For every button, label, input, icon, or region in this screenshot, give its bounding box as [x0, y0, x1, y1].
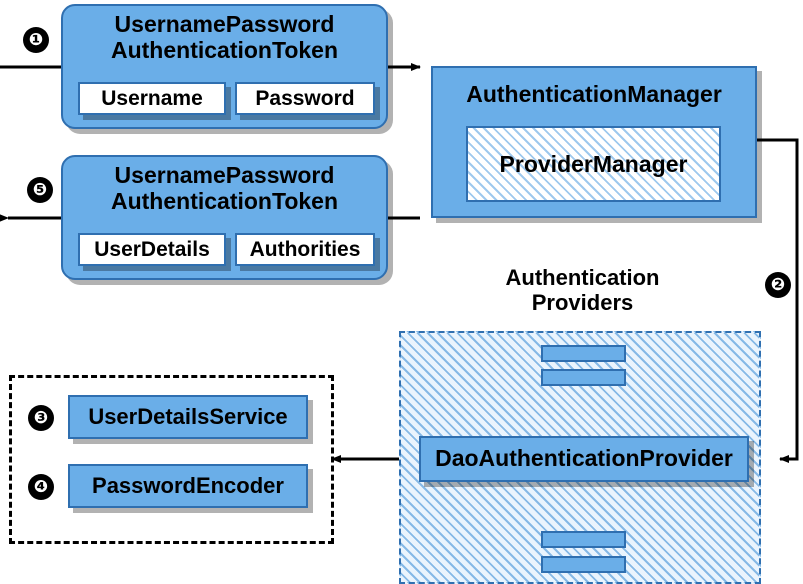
- password-encoder-box: PasswordEncoder: [68, 464, 308, 508]
- authentication-manager-title: AuthenticationManager: [466, 81, 722, 107]
- step-bullet-5: ❺: [27, 177, 53, 203]
- response-token-field-authorities: Authorities: [235, 233, 375, 266]
- provider-manager-box: ProviderManager: [466, 126, 721, 202]
- step-bullet-1: ❶: [23, 27, 49, 53]
- user-details-service-box: UserDetailsService: [68, 395, 308, 439]
- step-bullet-2: ❷: [765, 272, 791, 298]
- response-token-title-line1: UsernamePassword: [114, 162, 335, 188]
- response-token-field-userdetails: UserDetails: [78, 233, 226, 266]
- request-token-field-username: Username: [78, 82, 226, 115]
- authentication-providers-caption-line2: Providers: [531, 290, 634, 316]
- provider-manager-label: ProviderManager: [499, 150, 688, 177]
- provider-stack-bottom-bar-2: [541, 556, 626, 573]
- request-token-title-line2: AuthenticationToken: [110, 36, 338, 63]
- step-bullet-4: ❹: [28, 474, 54, 500]
- authentication-providers-caption-line1: Authentication: [505, 265, 660, 290]
- step-bullet-3: ❸: [28, 405, 54, 431]
- request-token-title-line1: UsernamePassword: [114, 11, 335, 37]
- services-group-container: [9, 375, 334, 544]
- request-token-field-password: Password: [235, 82, 375, 115]
- dao-authentication-provider-box: DaoAuthenticationProvider: [419, 436, 749, 482]
- authentication-providers-caption: Authentication Providers: [470, 265, 695, 315]
- response-token-title-line2: AuthenticationToken: [110, 187, 338, 214]
- provider-stack-top-bar-1: [541, 345, 626, 362]
- provider-stack-bottom-bar-1: [541, 531, 626, 548]
- provider-stack-top-bar-2: [541, 369, 626, 386]
